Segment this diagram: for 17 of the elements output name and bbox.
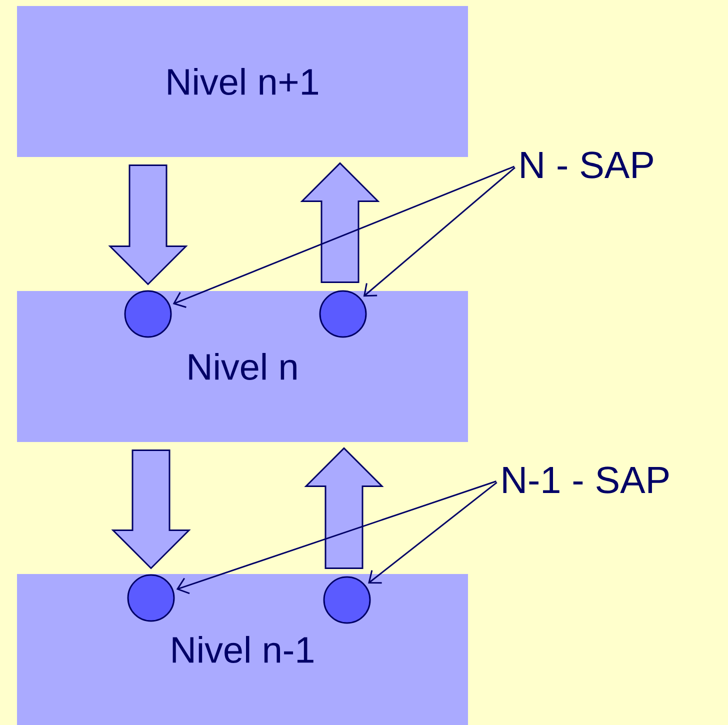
layer-box: Nivel n [17,290,468,442]
arrow [363,167,516,297]
arrow [172,166,515,308]
service-point-circle [127,574,175,622]
block-arrow [304,447,384,569]
service-point-circle [319,290,367,338]
layer-box: Nivel n+1 [17,6,468,157]
layer-box: Nivel n-1 [17,574,468,725]
service-point-circle [124,290,172,338]
block-arrow [300,162,380,283]
service-point-circle [323,576,371,624]
arrow [176,480,496,594]
block-arrow [108,164,188,286]
annotation-label: N-1 - SAP [503,466,669,494]
arrow [368,482,498,584]
annotation-label: N - SAP [521,152,653,178]
block-arrow [111,449,191,570]
